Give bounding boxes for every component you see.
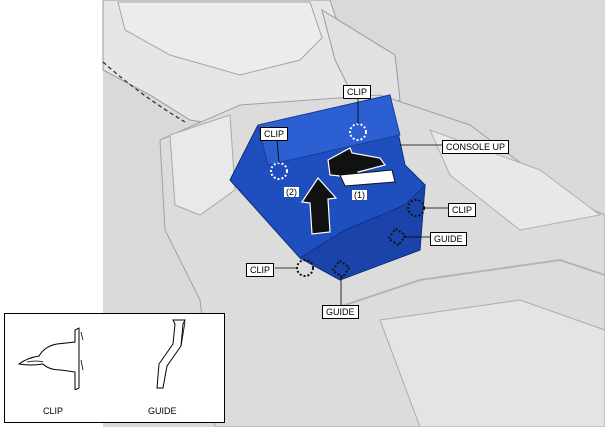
console-front-edge — [329, 258, 605, 311]
legend-guide-caption: GUIDE — [148, 406, 177, 416]
label-clip-bottom: CLIP — [246, 263, 275, 277]
console-up-panel-side — [299, 183, 426, 281]
guide-shape-icon — [156, 319, 186, 389]
guide-marker-bottom — [331, 259, 351, 279]
arrow-step-2 — [300, 177, 338, 235]
legend-clip-caption: CLIP — [43, 406, 64, 416]
armrest-pad — [117, 1, 323, 76]
label-clip-top: CLIP — [343, 85, 372, 99]
legend-inset: CLIP GUIDE — [4, 313, 225, 423]
console-side-panel — [379, 299, 605, 427]
label-step-2: (2) — [284, 187, 299, 197]
label-guide-bottom: GUIDE — [322, 305, 359, 319]
arrow-step-1-face — [339, 169, 396, 187]
clip-shape-icon — [17, 327, 84, 390]
label-clip-left: CLIP — [260, 127, 289, 141]
leader-clip-left — [276, 139, 280, 164]
console-left-wall — [169, 114, 236, 216]
label-step-1: (1) — [352, 190, 367, 200]
console-right-tray — [429, 129, 602, 231]
console-up-panel-top — [257, 94, 401, 166]
label-guide-right: GUIDE — [430, 232, 467, 246]
guide-marker-right — [387, 227, 407, 247]
lid-dashed-edge — [102, 61, 186, 123]
label-console-up: CONSOLE UP — [442, 140, 510, 154]
label-clip-right: CLIP — [448, 203, 477, 217]
